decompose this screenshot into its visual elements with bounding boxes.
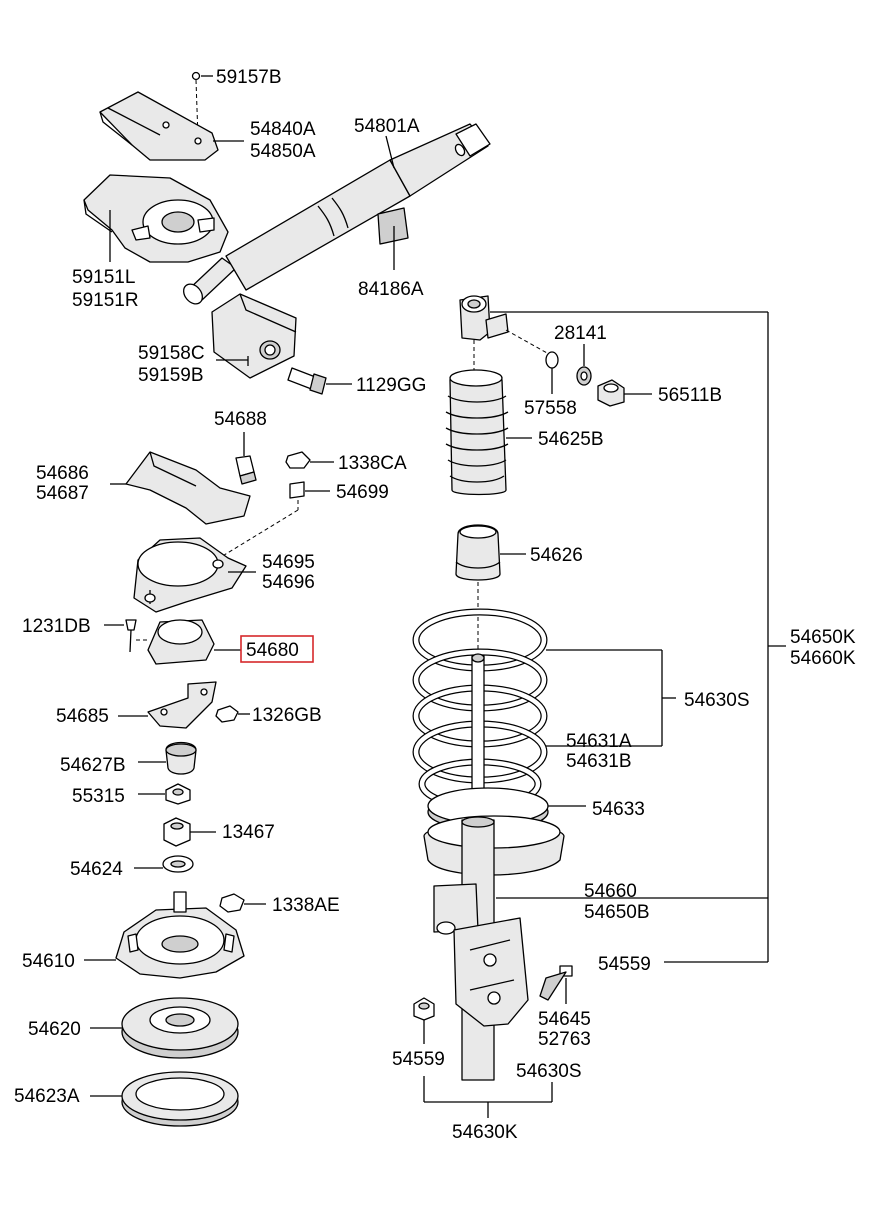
part-54688-clip — [235, 432, 257, 485]
label-54696[interactable]: 54696 — [262, 572, 315, 593]
label-1338AE[interactable]: 1338AE — [272, 895, 340, 916]
label-54631A[interactable]: 54631A — [566, 731, 632, 752]
label-54801A[interactable]: 54801A — [354, 116, 420, 137]
part-56511B-nut — [597, 379, 652, 407]
label-59151R[interactable]: 59151R — [72, 290, 139, 311]
part-54695-mount — [133, 537, 256, 613]
part-54623A-seat — [90, 1071, 239, 1127]
part-54680-insulator — [147, 619, 241, 665]
part-57558-ring — [545, 351, 559, 394]
label-54650K[interactable]: 54650K — [790, 627, 856, 648]
label-1231DB[interactable]: 1231DB — [22, 616, 91, 637]
part-strut-top-mount — [459, 295, 768, 372]
label-54610[interactable]: 54610 — [22, 951, 75, 972]
part-1326GB-nut — [215, 705, 250, 723]
label-54660K[interactable]: 54660K — [790, 648, 856, 669]
label-54559-right[interactable]: 54559 — [598, 954, 651, 975]
label-54660[interactable]: 54660 — [584, 881, 637, 902]
part-54624-washer — [134, 855, 194, 873]
leader-54630K-bracket — [423, 1076, 553, 1118]
part-59151-cover — [83, 174, 229, 263]
label-54623A[interactable]: 54623A — [14, 1086, 80, 1107]
label-1326GB[interactable]: 1326GB — [252, 705, 322, 726]
part-1231DB-bolt — [104, 619, 150, 653]
part-54627B-bushing — [138, 741, 197, 775]
part-strut-body — [423, 815, 768, 1081]
part-54840A-plate — [99, 91, 244, 161]
label-54620[interactable]: 54620 — [28, 1019, 81, 1040]
part-55315-nut — [138, 783, 191, 805]
highlight-box-54680 — [240, 635, 314, 663]
label-54633[interactable]: 54633 — [592, 799, 645, 820]
label-54625B[interactable]: 54625B — [538, 429, 604, 450]
part-59158C-bracket — [211, 293, 297, 379]
part-54685-bracket — [118, 681, 217, 729]
label-54680[interactable]: 54680 — [246, 640, 299, 661]
label-54630K[interactable]: 54630K — [452, 1122, 518, 1143]
label-54631B[interactable]: 54631B — [566, 751, 632, 772]
part-54645-bolt — [539, 965, 573, 1004]
part-59157B-screw — [191, 71, 213, 139]
label-54699[interactable]: 54699 — [336, 482, 389, 503]
label-59158C[interactable]: 59158C — [138, 343, 205, 364]
label-54840A[interactable]: 54840A — [250, 119, 316, 140]
label-54630S-top[interactable]: 54630S — [684, 690, 750, 711]
label-57558[interactable]: 57558 — [524, 398, 577, 419]
part-13467-nut — [163, 817, 216, 847]
label-59151L[interactable]: 59151L — [72, 267, 135, 288]
label-54850A[interactable]: 54850A — [250, 141, 316, 162]
label-54624[interactable]: 54624 — [70, 859, 123, 880]
label-54685[interactable]: 54685 — [56, 706, 109, 727]
label-54626[interactable]: 54626 — [530, 545, 583, 566]
part-1338AE-nut — [219, 893, 266, 913]
label-54559-bottom[interactable]: 54559 — [392, 1049, 445, 1070]
label-54688[interactable]: 54688 — [214, 409, 267, 430]
label-1338CA[interactable]: 1338CA — [338, 453, 407, 474]
part-54559-nut — [413, 997, 435, 1044]
label-13467[interactable]: 13467 — [222, 822, 275, 843]
label-59157B[interactable]: 59157B — [216, 67, 282, 88]
label-54627B[interactable]: 54627B — [60, 755, 126, 776]
label-1129GG[interactable]: 1129GG — [356, 375, 426, 396]
label-54686[interactable]: 54686 — [36, 463, 89, 484]
label-54687[interactable]: 54687 — [36, 483, 89, 504]
label-54645[interactable]: 54645 — [538, 1009, 591, 1030]
label-56511B[interactable]: 56511B — [658, 385, 722, 406]
part-54630S-spring — [412, 608, 676, 810]
part-54801A-tube — [182, 123, 491, 305]
part-54610-mount — [84, 891, 245, 979]
part-28141-ring — [576, 344, 592, 386]
part-54626-bumper — [455, 524, 526, 652]
part-strut-rod — [471, 653, 485, 807]
part-54625B-boot — [445, 369, 532, 496]
part-54620-bearing — [90, 997, 239, 1059]
label-84186A[interactable]: 84186A — [358, 279, 424, 300]
label-55315[interactable]: 55315 — [72, 786, 125, 807]
part-54686-cover — [110, 451, 251, 525]
part-1338CA-nut — [285, 451, 334, 469]
label-28141[interactable]: 28141 — [554, 323, 607, 344]
leader-54650K-bracket — [664, 312, 786, 963]
label-52763[interactable]: 52763 — [538, 1029, 591, 1050]
label-54695[interactable]: 54695 — [262, 552, 315, 573]
label-54630S-bottom[interactable]: 54630S — [516, 1061, 582, 1082]
part-54699-bushing — [215, 481, 330, 561]
part-1129GG-bolt — [287, 367, 352, 395]
label-54650B[interactable]: 54650B — [584, 902, 650, 923]
label-59159B[interactable]: 59159B — [138, 365, 204, 386]
part-labels: 59157B 54840A 54850A 54801A 59151L 59151… — [14, 67, 856, 1143]
